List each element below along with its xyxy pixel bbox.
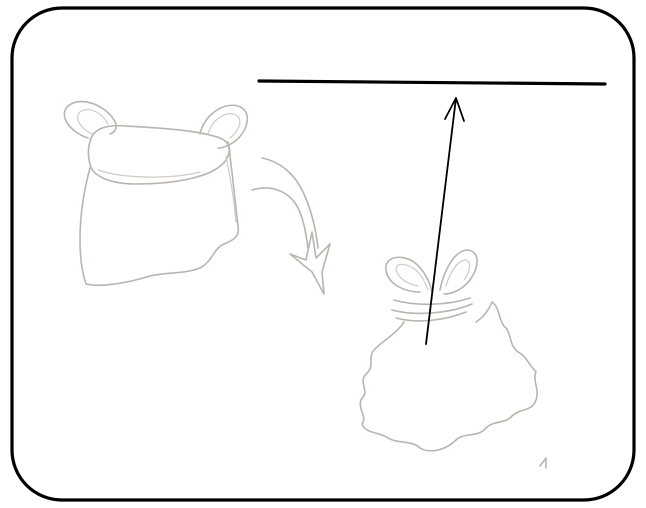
bag-before-right-handle-inner (208, 114, 240, 138)
bag-before-rim-fold (98, 170, 200, 177)
reference-line (259, 81, 605, 84)
bag-before-right-handle (200, 105, 247, 148)
transform-arrow-shaft (252, 188, 308, 248)
lift-arrow-shaft (426, 98, 456, 344)
bag-before-body (80, 142, 238, 285)
bag-before-sketch (64, 102, 247, 286)
transform-arrow-head (290, 232, 330, 294)
bag-before-left-handle-inner (78, 110, 108, 134)
pencil-mark (540, 458, 546, 468)
transform-arrow (252, 158, 330, 294)
tie-wrap-2 (392, 304, 472, 313)
transform-arrow-shaft-outer (262, 158, 318, 248)
bag-after-body (360, 302, 537, 451)
lift-arrow (426, 98, 464, 344)
bow-right-loop (440, 250, 477, 294)
bag-after-sketch (360, 250, 546, 468)
bow-left-loop (386, 257, 432, 292)
bow-left-loop-inner (396, 264, 428, 290)
